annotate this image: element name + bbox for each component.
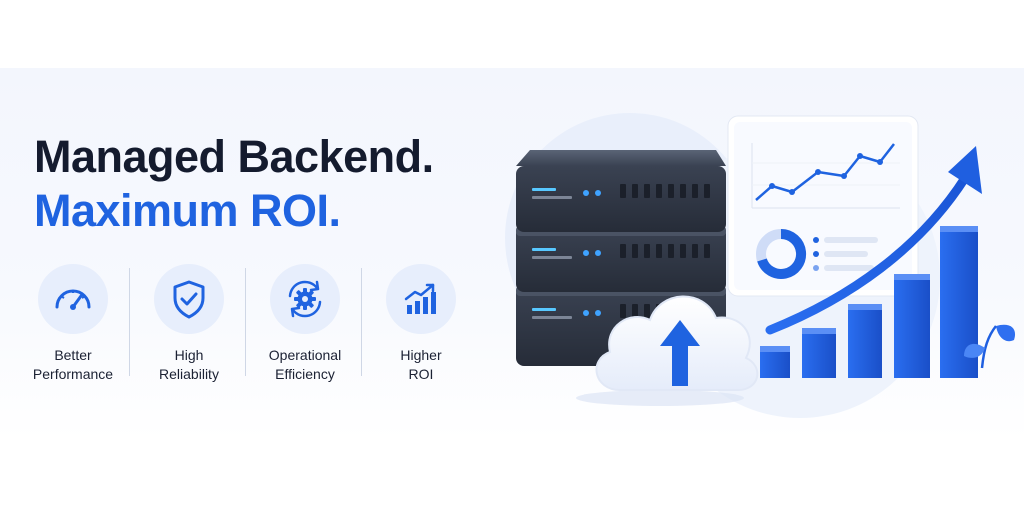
feature-label-line2: Performance [32, 366, 114, 382]
cloud-upload-icon [576, 295, 759, 406]
gear-cycle-icon [288, 280, 322, 318]
feature-divider [245, 268, 246, 376]
feature-label-line2: Efficiency [275, 366, 335, 382]
feature-efficiency: Operational Efficiency [248, 264, 362, 384]
speedometer-icon [55, 289, 91, 310]
feature-label: Better Performance [16, 346, 130, 384]
headline: Managed Backend. Maximum ROI. [34, 130, 434, 238]
feature-divider [361, 268, 362, 376]
bar-growth-icon [404, 283, 436, 314]
feature-label-line1: Higher [400, 347, 442, 363]
growth-bars [760, 226, 978, 378]
feature-reliability: High Reliability [132, 264, 246, 384]
growth-arrow-icon [765, 146, 982, 335]
shield-check-icon [173, 280, 205, 319]
plant-icon [964, 324, 1016, 369]
feature-performance: Better Performance [16, 264, 130, 384]
feature-roi: Higher ROI [364, 264, 478, 384]
feature-label: Higher ROI [364, 346, 478, 384]
feature-icon-circle [386, 264, 456, 334]
feature-label-line1: Better [54, 347, 92, 363]
headline-line1: Managed Backend. [34, 131, 434, 182]
feature-icon-circle [270, 264, 340, 334]
feature-label-line1: High [174, 347, 204, 363]
feature-label-line1: Operational [268, 347, 342, 363]
feature-icon-circle [154, 264, 224, 334]
dashboard-chart-icon [727, 115, 919, 297]
hero-illustration [470, 68, 1024, 440]
feature-label: Operational Efficiency [248, 346, 362, 384]
feature-label: High Reliability [132, 346, 246, 384]
feature-label-line2: ROI [408, 366, 434, 382]
headline-line2: Maximum ROI. [34, 185, 341, 236]
feature-divider [129, 268, 130, 376]
hero-banner: Managed Backend. Maximum ROI. Better Per… [0, 68, 1024, 440]
feature-list: Better Performance High Reliability [16, 264, 466, 384]
feature-label-line2: Reliability [159, 366, 219, 382]
feature-icon-circle [38, 264, 108, 334]
